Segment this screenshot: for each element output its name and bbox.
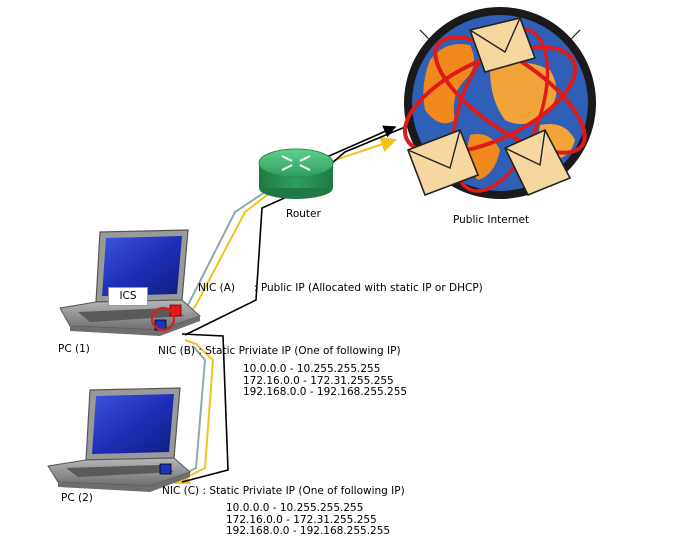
nic-b-ip-ranges: 10.0.0.0 - 10.255.255.255 172.16.0.0 - 1…	[243, 363, 408, 399]
ics-label: ICS	[108, 287, 148, 306]
nic-b-label: NIC (B) : Static Priviate IP (One of fol…	[158, 345, 401, 357]
ip-range-item: 192.168.0.0 - 192.168.255.255	[226, 525, 391, 537]
router-arrows-icon	[281, 155, 311, 171]
laptop-pc2	[47, 387, 191, 492]
nic-c-ip-ranges: 10.0.0.0 - 10.255.255.255 172.16.0.0 - 1…	[226, 502, 391, 538]
envelope-icon	[468, 17, 537, 73]
cable-black-uplink	[184, 124, 411, 336]
router-label: Router	[286, 208, 321, 220]
router	[258, 148, 334, 199]
nic-a-port	[169, 304, 182, 317]
cable-group	[173, 124, 411, 484]
pc2-label: PC (2)	[61, 492, 93, 504]
cable-black-pc1-pc2	[181, 333, 229, 483]
pc1-label: PC (1)	[58, 343, 90, 355]
nic-a-description: : Public IP (Allocated with static IP or…	[254, 282, 483, 294]
internet-label: Public Internet	[453, 214, 530, 226]
ip-range-item: 10.0.0.0 - 10.255.255.255	[243, 363, 381, 375]
ip-range-item: 192.168.0.0 - 192.168.255.255	[243, 386, 408, 398]
ip-range-item: 10.0.0.0 - 10.255.255.255	[226, 502, 364, 514]
cable-gray-pc1-pc2	[177, 345, 207, 478]
cable-yellow-pc1-pc2	[173, 339, 215, 484]
nic-a-label: NIC (A)	[198, 282, 235, 294]
globe-rays	[404, 8, 596, 104]
ip-range-item: 172.16.0.0 - 172.31.255.255	[243, 374, 394, 387]
cable-black-router-internet	[319, 125, 397, 161]
envelope-icon	[406, 128, 480, 197]
nic-c-label: NIC (C) : Static Priviate IP (One of fol…	[162, 485, 405, 497]
laptop-pc1	[59, 229, 201, 336]
nic-c-port	[159, 463, 172, 475]
ip-range-item: 172.16.0.0 - 172.31.255.255	[226, 513, 377, 526]
envelope-icon	[503, 128, 572, 197]
internet-globe	[402, 7, 596, 199]
cable-yellow-uplink	[184, 136, 397, 321]
